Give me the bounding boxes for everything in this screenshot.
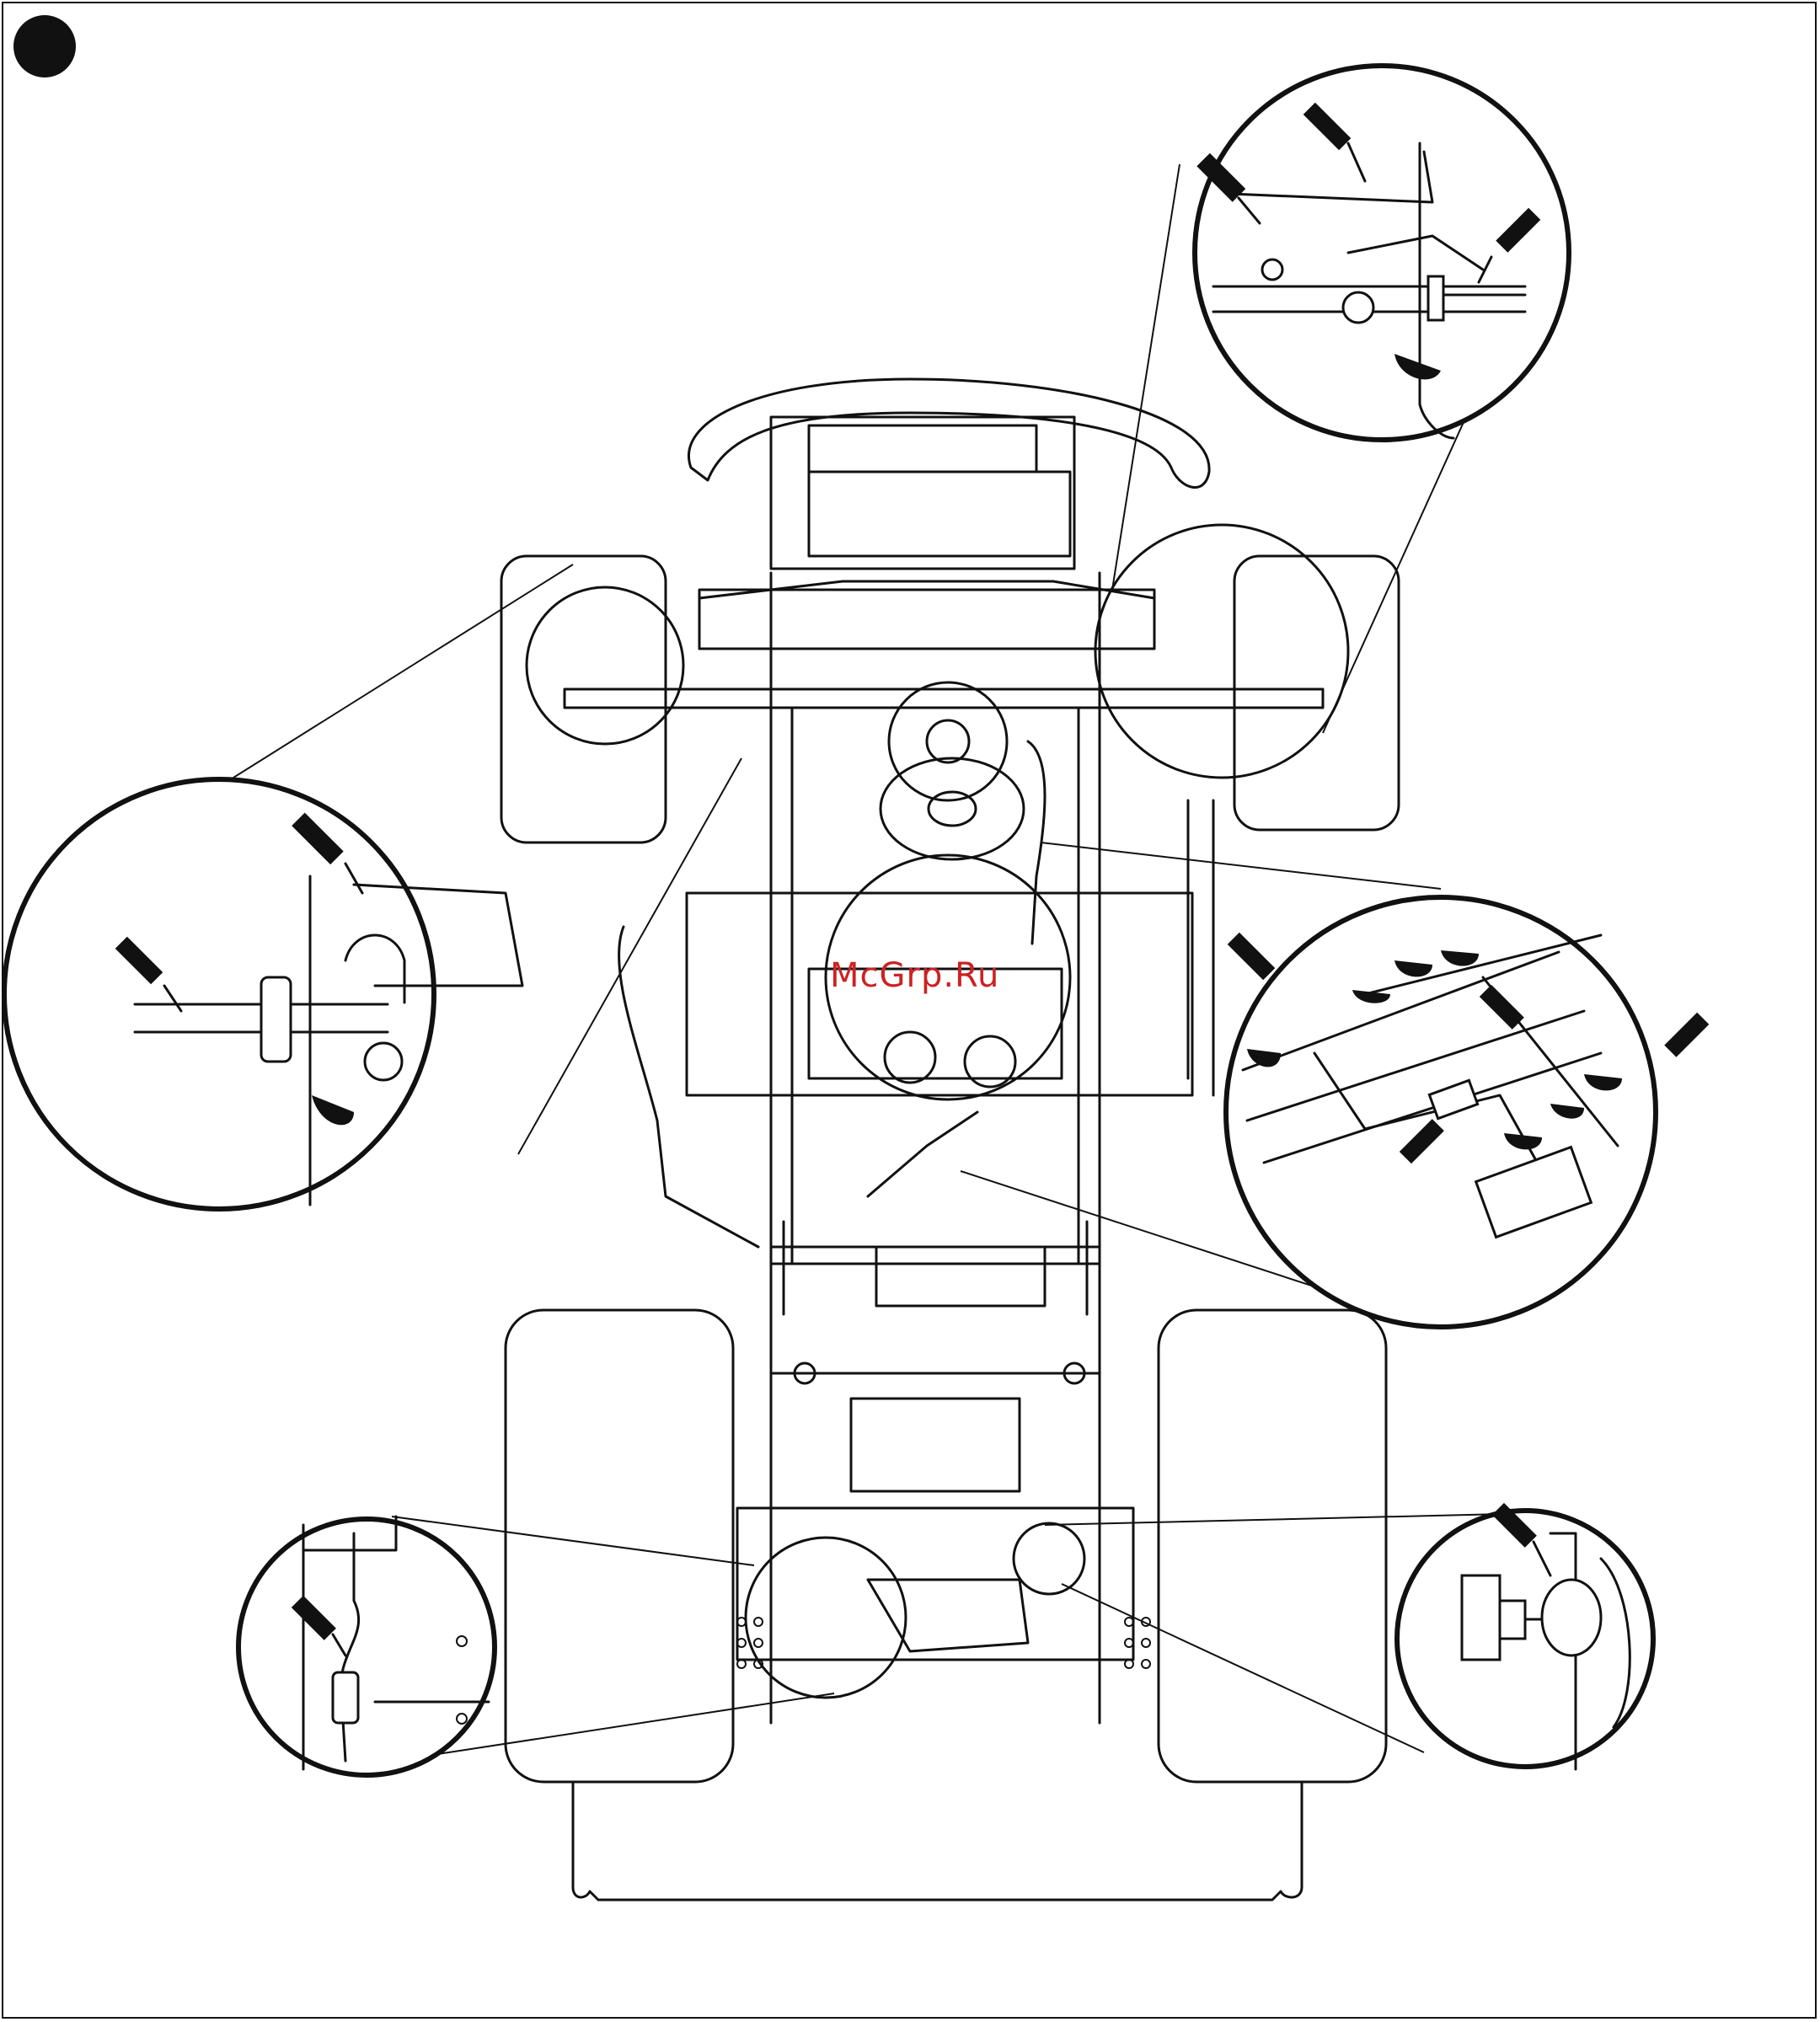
callout-rear-right-pivot xyxy=(1397,1503,1653,1769)
marker-rear-right xyxy=(1014,1523,1084,1594)
front-panel xyxy=(809,472,1070,556)
seat-mount xyxy=(851,1399,1020,1491)
lift-linkage xyxy=(771,1222,1100,1314)
front-bracket xyxy=(809,425,1036,472)
leader-bottom-right-1 xyxy=(1045,1514,1504,1525)
front-plate xyxy=(771,417,1074,569)
front-right-tire xyxy=(1234,556,1399,830)
leader-top-1 xyxy=(1112,164,1180,590)
upper-pulley-outer xyxy=(889,682,1007,800)
watermark: McGrp.Ru xyxy=(830,956,999,995)
upper-pulley-hub xyxy=(927,720,969,762)
mid-pulley xyxy=(881,758,1024,859)
steering-rod xyxy=(619,927,758,1247)
rear-left-tire xyxy=(506,1310,733,1782)
lift-bracket xyxy=(876,1247,1045,1306)
front-axle-housing xyxy=(699,590,1154,649)
idler-pulley-left xyxy=(885,1032,935,1083)
mid-pulley-hub xyxy=(929,792,976,826)
rear-right-tire xyxy=(1159,1310,1386,1782)
marker-front-right xyxy=(1095,525,1348,778)
leader-left-1 xyxy=(211,564,573,792)
callout-rear-left-pivot xyxy=(238,1516,495,1775)
leader-bottom-right-2 xyxy=(1062,1584,1424,1752)
callout-front-right-spindle xyxy=(1195,66,1569,440)
marker-front-left xyxy=(527,587,683,744)
transaxle xyxy=(868,1580,1028,1651)
callout-deck-linkage xyxy=(1226,897,1709,1327)
front-left-tire xyxy=(501,556,666,842)
rear-hitch-plate xyxy=(573,1782,1302,1900)
tension-spring xyxy=(868,1112,977,1196)
frame-rails xyxy=(771,573,1100,1723)
rear-right-bolt-holes xyxy=(1125,1618,1150,1668)
callout-front-left-spindle xyxy=(4,779,522,1209)
